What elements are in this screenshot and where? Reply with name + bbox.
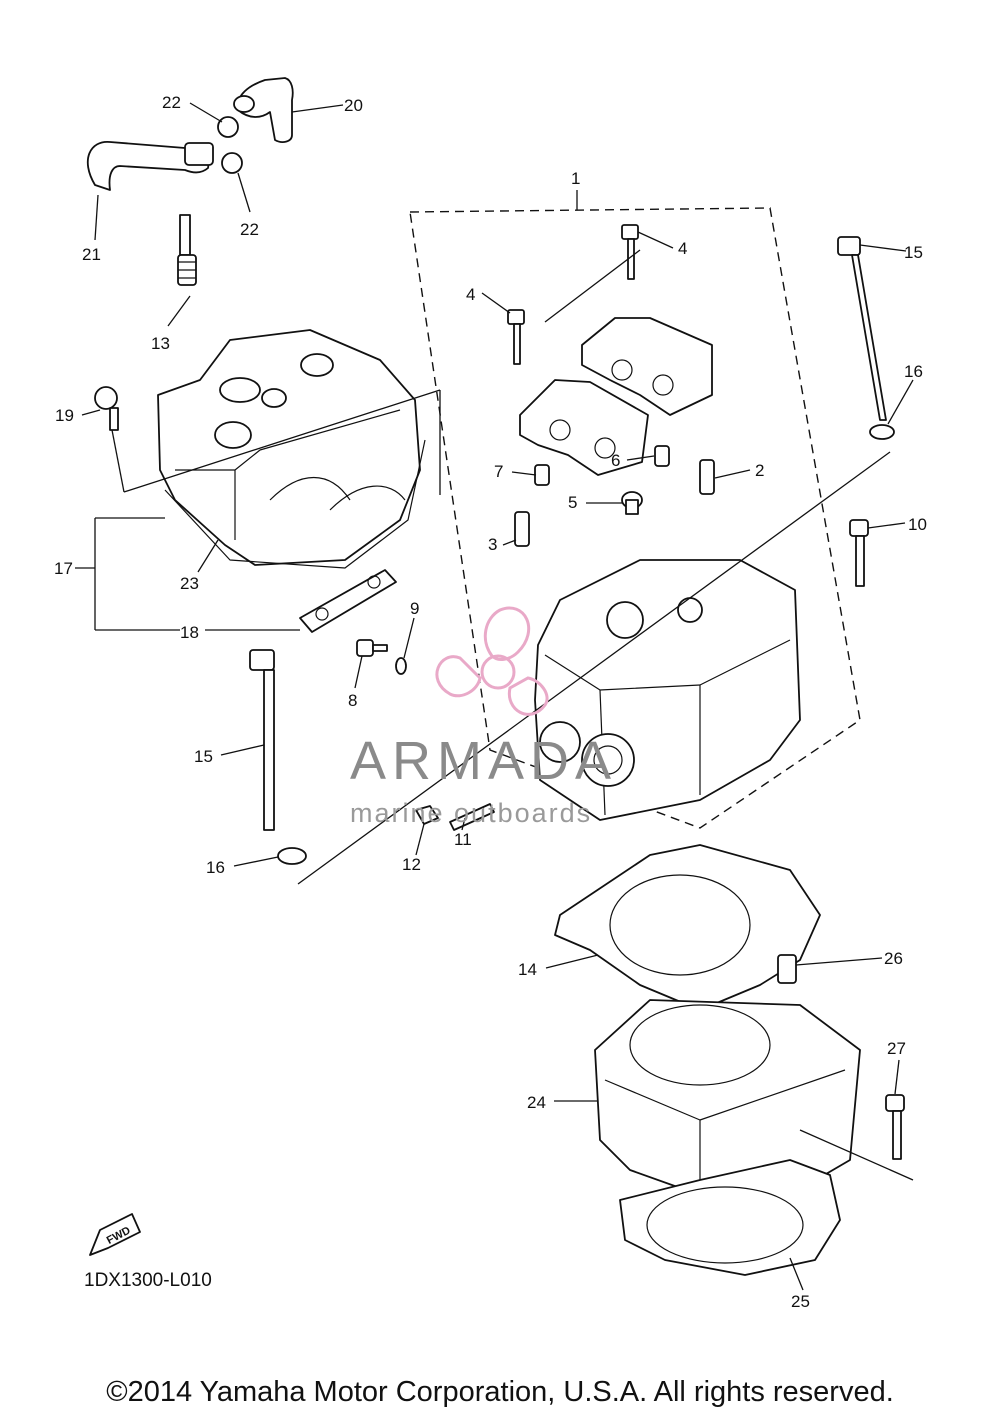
callout-25: 25 bbox=[791, 1292, 810, 1311]
callout-22a: 22 bbox=[162, 93, 181, 112]
watermark-logo-icon bbox=[435, 606, 549, 716]
callout-18: 18 bbox=[180, 623, 199, 642]
cylinder-bolt bbox=[885, 1094, 905, 1160]
callout-16b: 16 bbox=[206, 858, 225, 877]
breather-pipe bbox=[233, 77, 294, 143]
callout-8: 8 bbox=[348, 691, 357, 710]
oil-check-washer bbox=[395, 657, 407, 675]
watermark-tagline: marine outboards bbox=[350, 798, 593, 828]
cylinder bbox=[594, 999, 861, 1196]
cylinder-head-gasket bbox=[554, 844, 821, 1011]
callout-11: 11 bbox=[454, 830, 472, 849]
callout-10: 10 bbox=[908, 515, 927, 534]
callout-9: 9 bbox=[410, 599, 419, 618]
camshaft-cap-rear bbox=[581, 317, 713, 416]
callout-19: 19 bbox=[55, 406, 74, 425]
valve-guides bbox=[514, 459, 715, 547]
callout-1: 1 bbox=[571, 169, 580, 188]
watermark-brand: ARMADA bbox=[350, 731, 618, 791]
dowel-pins bbox=[534, 445, 670, 486]
callout-15a: 15 bbox=[904, 243, 923, 262]
callout-23: 23 bbox=[180, 574, 199, 593]
head-side-bolt bbox=[849, 519, 869, 587]
cylinder-head-assembly-boundary bbox=[409, 190, 861, 829]
cylinder-dowel bbox=[777, 954, 797, 984]
head-bolt-washer-right bbox=[869, 424, 895, 440]
hose-clips bbox=[217, 116, 243, 174]
callout-16a: 16 bbox=[904, 362, 923, 381]
camshaft-cap-front bbox=[519, 379, 649, 476]
callout-labels: 1 2 3 4 4 5 6 7 8 9 10 11 12 13 14 15 15… bbox=[54, 93, 927, 1311]
callout-15b: 15 bbox=[194, 747, 213, 766]
head-bolt-left bbox=[249, 649, 275, 831]
cylinder-head-cover bbox=[157, 329, 421, 566]
callout-27: 27 bbox=[887, 1039, 906, 1058]
cylinder-base-gasket bbox=[619, 1159, 841, 1276]
copyright-notice: ©2014 Yamaha Motor Corporation, U.S.A. A… bbox=[106, 1376, 894, 1408]
callout-24: 24 bbox=[527, 1093, 546, 1112]
callout-7: 7 bbox=[494, 462, 503, 481]
callout-4b: 4 bbox=[678, 239, 687, 258]
callout-2: 2 bbox=[755, 461, 764, 480]
cylinder-head bbox=[534, 559, 801, 821]
callout-21: 21 bbox=[82, 245, 101, 264]
callout-14: 14 bbox=[518, 960, 537, 979]
watermark: ARMADA marine outboards bbox=[340, 590, 660, 840]
callout-6: 6 bbox=[611, 451, 620, 470]
callout-26: 26 bbox=[884, 949, 903, 968]
breather-hose bbox=[86, 141, 214, 191]
head-bolt-right bbox=[837, 236, 887, 421]
callout-13: 13 bbox=[151, 334, 170, 353]
callout-3: 3 bbox=[488, 535, 497, 554]
spark-plug bbox=[177, 214, 197, 286]
leader-lines bbox=[75, 102, 914, 1291]
callout-5: 5 bbox=[568, 493, 577, 512]
head-bolt-washer-left bbox=[277, 847, 307, 865]
exhaust-nut bbox=[415, 805, 439, 825]
cover-bolt bbox=[94, 386, 119, 431]
callout-4a: 4 bbox=[466, 285, 475, 304]
callout-12: 12 bbox=[402, 855, 421, 874]
callout-20: 20 bbox=[344, 96, 363, 115]
cover-plate bbox=[299, 569, 397, 633]
valve-seal bbox=[621, 491, 643, 515]
exhaust-stud bbox=[449, 803, 495, 831]
diagram-code: 1DX1300-L010 bbox=[84, 1270, 212, 1291]
callout-22b: 22 bbox=[240, 220, 259, 239]
fwd-arrow: FWD bbox=[89, 1213, 141, 1256]
oil-check-bolt bbox=[356, 639, 388, 657]
cover-gasket bbox=[164, 439, 426, 569]
callout-17: 17 bbox=[54, 559, 73, 578]
